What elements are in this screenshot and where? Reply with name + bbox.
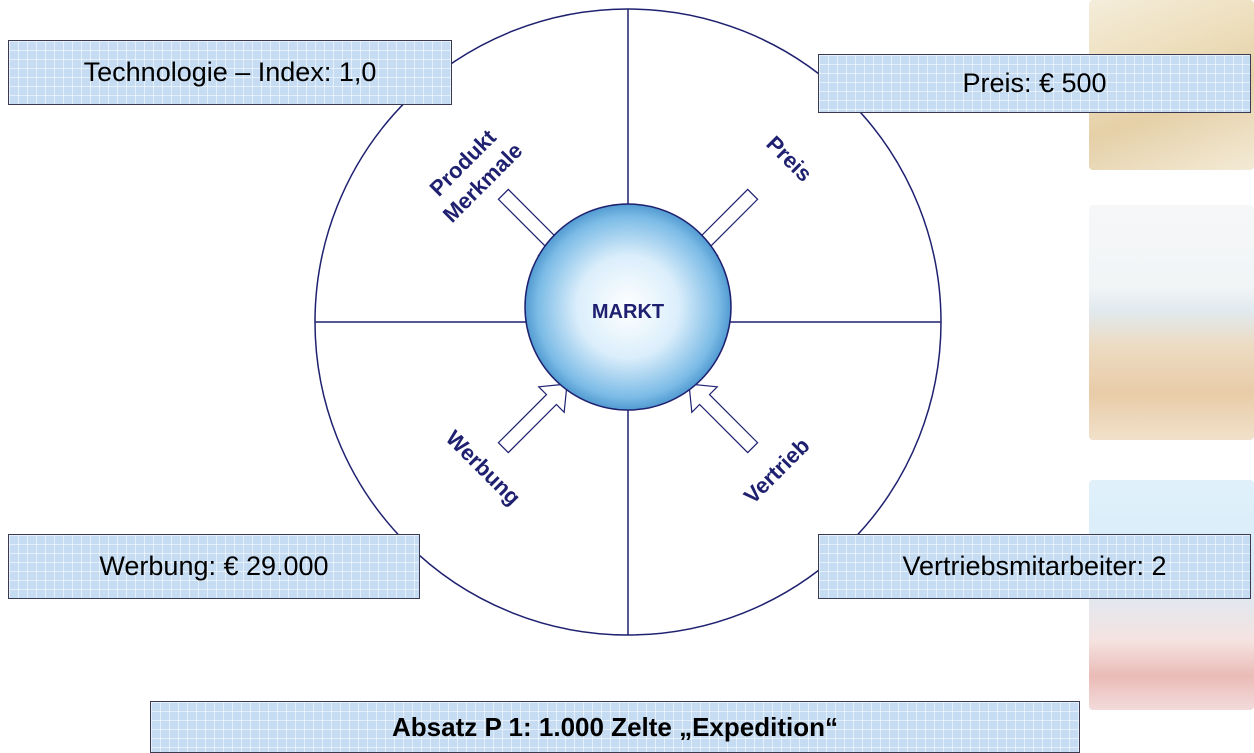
decorative-photo-middle bbox=[1089, 205, 1254, 440]
sales-staff-box: Vertriebsmitarbeiter: 2 bbox=[818, 534, 1251, 599]
price-box: Preis: € 500 bbox=[818, 54, 1251, 113]
technology-index-box: Technologie – Index: 1,0 bbox=[8, 40, 452, 105]
market-label: MARKT bbox=[592, 301, 664, 323]
arrow-bottom-right bbox=[688, 383, 759, 454]
arrow-bottom-left bbox=[497, 383, 568, 454]
advertising-box: Werbung: € 29.000 bbox=[8, 534, 420, 599]
sales-result-box: Absatz P 1: 1.000 Zelte „Expedition“ bbox=[150, 701, 1080, 753]
market-sphere bbox=[524, 203, 732, 411]
